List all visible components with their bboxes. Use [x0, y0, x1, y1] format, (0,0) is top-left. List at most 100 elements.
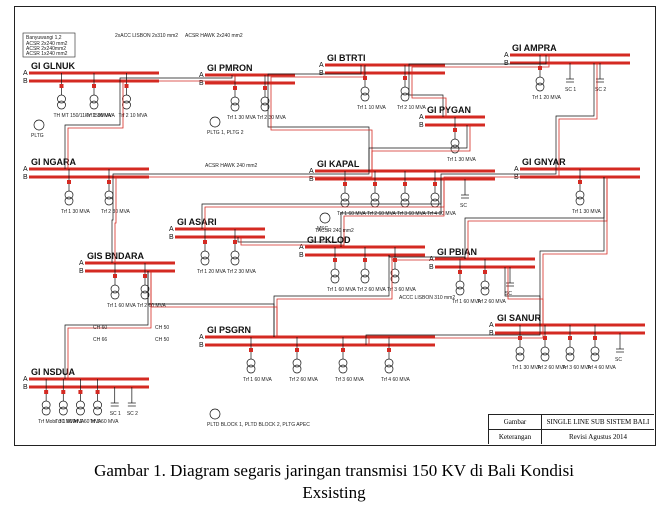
- transformer-winding: [230, 250, 240, 260]
- capacitor-label: SC: [460, 203, 467, 209]
- transformer-label: Trf 2 30 MVA: [227, 269, 257, 275]
- transmission-line: [240, 237, 345, 247]
- circuit-breaker: [543, 336, 547, 340]
- circuit-breaker: [578, 180, 582, 184]
- bus-a-label: A: [199, 72, 204, 79]
- transformer-winding: [122, 94, 131, 104]
- transformer-label: Trf 1 30 MVA: [86, 113, 116, 119]
- transformer-winding: [540, 346, 550, 356]
- transmission-line: [64, 271, 149, 379]
- transformer-winding: [58, 400, 68, 410]
- transformer-winding: [246, 358, 256, 368]
- circuit-breaker: [387, 348, 391, 352]
- transformer-winding: [57, 100, 66, 110]
- transformer-label: Trf 2 60 MVA: [367, 211, 397, 217]
- legend-box: [22, 32, 76, 58]
- transmission-line: [371, 125, 471, 171]
- transmission-line: [365, 325, 541, 345]
- legend-item: ACSR 1x240 mm2: [26, 51, 68, 57]
- transmission-line: [116, 171, 373, 178]
- bus-a-label: A: [169, 226, 174, 233]
- transformer-label: Trf 2 30 MVA: [257, 115, 287, 121]
- transformer-winding: [338, 364, 348, 374]
- bus-a-label: A: [429, 256, 434, 263]
- bus-a-label: A: [23, 166, 28, 173]
- transmission-line: [558, 63, 598, 169]
- transformer-winding: [58, 406, 68, 416]
- transformer-label: Trf 4 60 MVA: [427, 211, 457, 217]
- transmission-line: [368, 325, 544, 345]
- transformer-winding: [140, 284, 150, 294]
- ch-label: CH 50: [155, 325, 169, 331]
- ch-label: CH 66: [93, 337, 107, 343]
- transformer-label: Trf 2 10 MVA: [119, 113, 149, 119]
- circuit-breaker: [95, 390, 100, 394]
- transformer-winding: [64, 190, 74, 200]
- transformer-winding: [330, 268, 340, 278]
- substation-label: GI AMPRA: [512, 43, 557, 53]
- circuit-breaker: [113, 274, 117, 278]
- figure-caption: Gambar 1. Diagram segaris jaringan trans…: [0, 460, 668, 504]
- capacitor-label: SC 2: [595, 87, 606, 93]
- transmission-line: [119, 75, 233, 81]
- transformer-winding: [110, 284, 120, 294]
- transformer-winding: [450, 144, 460, 154]
- circuit-breaker: [233, 86, 237, 90]
- circuit-breaker: [59, 84, 64, 88]
- capacitor-label: SC 2: [127, 411, 138, 417]
- circuit-breaker: [458, 270, 462, 274]
- transmission-line: [67, 81, 124, 169]
- transformer-label: Trf 1 60 MVA: [55, 419, 85, 425]
- line-note: ACCC LISBON 310 mm2: [399, 295, 455, 301]
- transformer-winding: [515, 346, 525, 356]
- circuit-breaker: [538, 66, 542, 70]
- generator-symbol: [319, 212, 331, 224]
- transformer-label: Trf 2 60 MVA: [72, 419, 102, 425]
- transformer-winding: [89, 100, 99, 110]
- transformer-label: Trf 1 60 MVA: [243, 377, 273, 383]
- transmission-line: [443, 169, 560, 179]
- transformer-label: Trf 2 10 MVA: [397, 105, 427, 111]
- transmission-line: [67, 271, 152, 379]
- bus-a-label: A: [309, 168, 314, 175]
- bus-a-label: A: [23, 70, 28, 77]
- transformer-label: Trf 1 10 MVA: [357, 105, 387, 111]
- substation-label: GI ASARI: [177, 217, 217, 227]
- generator-symbol: [33, 119, 45, 131]
- transformer-label: Trf 1 60 MVA: [452, 299, 482, 305]
- caption-line: Gambar 1. Diagram segaris jaringan trans…: [94, 461, 574, 480]
- transmission-line: [539, 177, 605, 325]
- transmission-line: [542, 177, 608, 325]
- legend-item: ACSR 2x240 mm2: [26, 41, 68, 47]
- bus-b-label: B: [419, 122, 424, 129]
- transformer-winding: [246, 364, 256, 374]
- transformer-label: Trf 3 60 MVA: [397, 211, 427, 217]
- transformer-winding: [76, 400, 85, 410]
- substation-label: GI SANUR: [497, 313, 542, 323]
- transformer-winding: [41, 406, 51, 416]
- caption-line: Exsisting: [302, 483, 366, 502]
- transformer-label: Trf 2 60 MVA: [137, 303, 167, 309]
- transformer-label: Trf 1 30 MVA: [61, 209, 91, 215]
- transformer-winding: [230, 96, 240, 106]
- bus-a-label: A: [79, 260, 84, 267]
- generator-label: MSC: [317, 226, 329, 232]
- circuit-breaker: [363, 76, 367, 80]
- bus-b-label: B: [319, 70, 324, 77]
- transformer-label: Trf 1 60 MVA: [327, 287, 357, 293]
- line-note: 2xACC LISBON 2x310 mm2: [115, 33, 178, 39]
- bus-a-label: A: [319, 62, 324, 69]
- transformer-winding: [122, 100, 131, 110]
- transformer-winding: [200, 250, 210, 260]
- transmission-line: [123, 75, 236, 82]
- transformer-winding: [370, 192, 380, 202]
- circuit-breaker: [61, 390, 66, 394]
- transformer-label: TH MT 150/11kV 150MVA: [54, 113, 112, 119]
- substation-label: GI NSDUA: [31, 367, 76, 377]
